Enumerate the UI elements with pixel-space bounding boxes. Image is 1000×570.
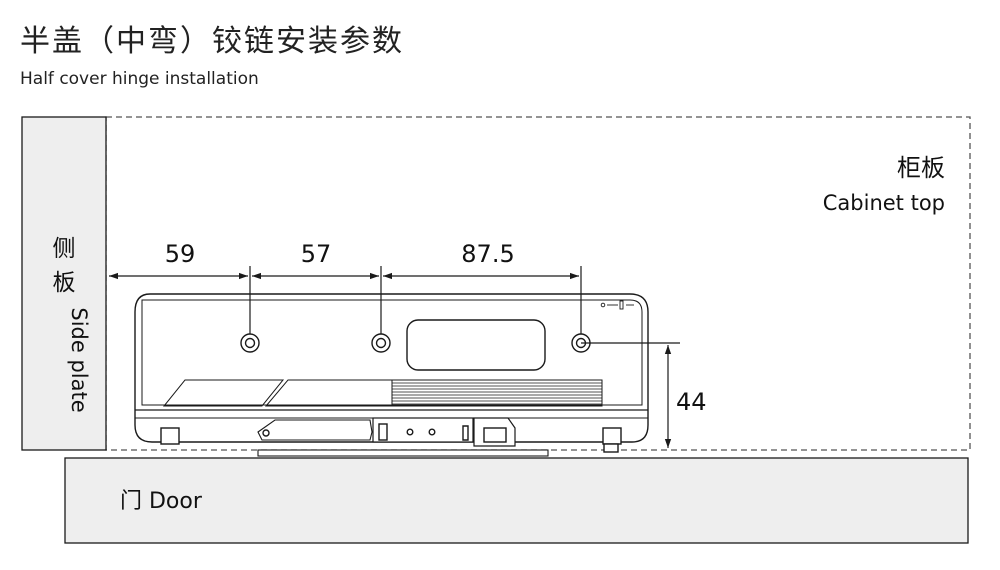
dimension-44: 44 [676,388,707,416]
side-plate-label-cn-top: 侧 [53,236,76,262]
door-panel [64,457,969,544]
side-plate-label-cn-bottom: 板 [53,270,76,296]
door-label: 门 Door [120,489,203,514]
adjustment-window [406,319,546,371]
hinge-body [134,293,649,457]
cabinet-top-label-cn: 柜板 [897,154,945,182]
dimension-59: 59 [165,240,196,268]
cabinet-top-outline [105,116,971,451]
side-plate [21,116,107,451]
dimension-87-5: 87.5 [461,240,514,268]
dimension-lines [109,266,680,448]
side-plate-label-en: Side plate [67,307,91,412]
title-english: Half cover hinge installation [20,69,259,89]
dimension-57: 57 [301,240,332,268]
cabinet-top-label-en: Cabinet top [823,191,945,215]
title-chinese: 半盖（中弯）铰链安装参数 [20,24,404,59]
